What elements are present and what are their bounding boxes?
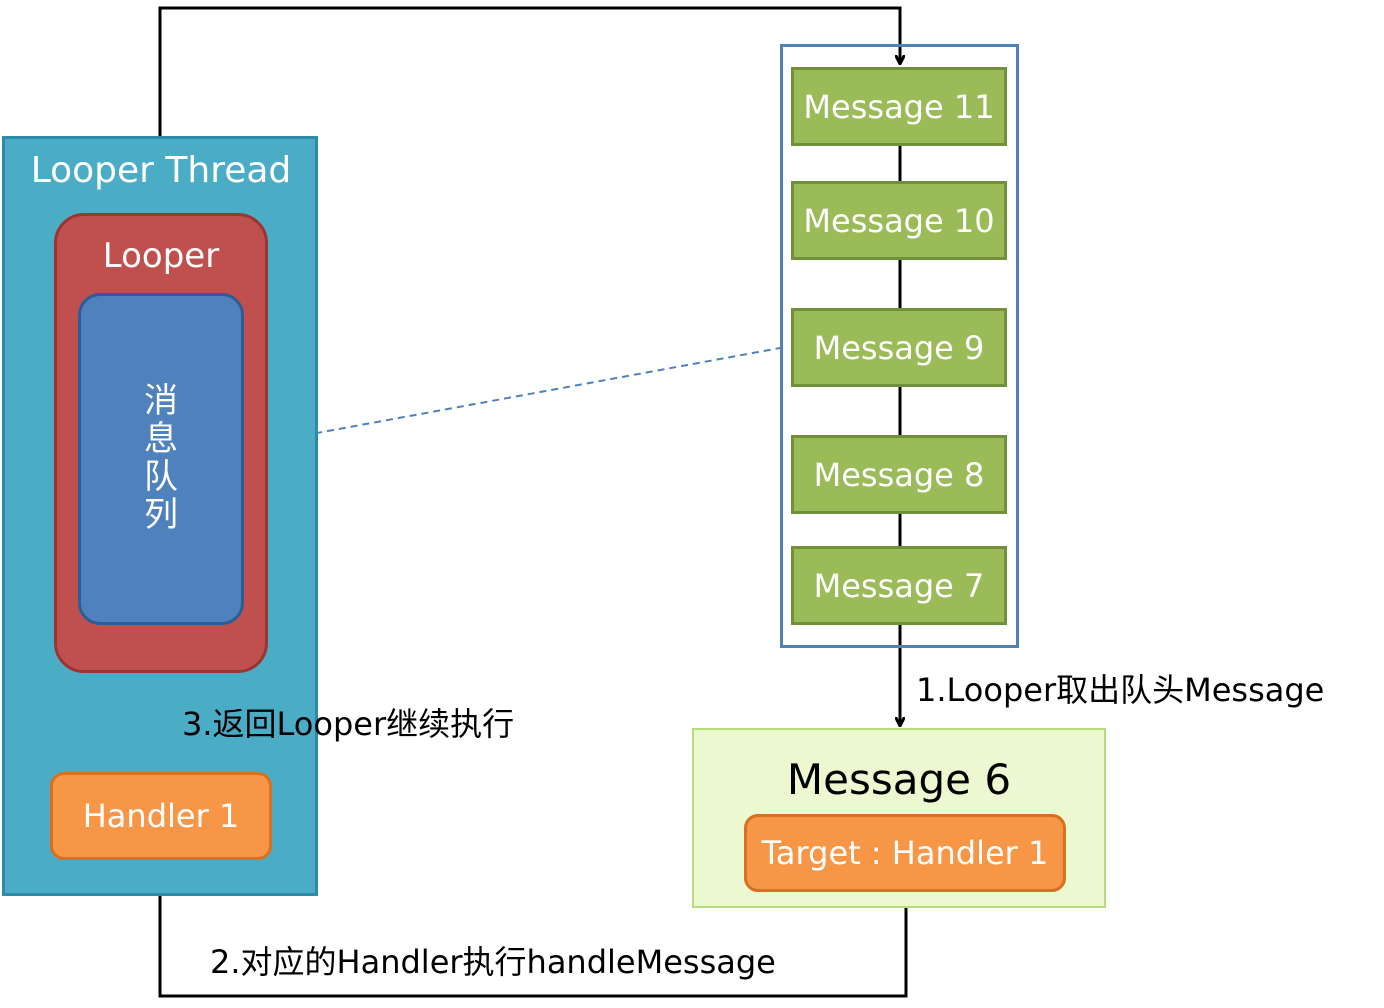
looper-to-queue-arrow <box>158 6 900 213</box>
message-queue-label: 消 息 队 列 <box>78 378 244 538</box>
target-handler-box: Target : Handler 1 <box>744 814 1066 892</box>
handler-box: Handler 1 <box>50 772 272 860</box>
message-queue-char: 列 <box>144 495 178 535</box>
queue-message-box: Message 8 <box>791 435 1007 514</box>
queue-message-box: Message 11 <box>791 67 1007 146</box>
queue-message-box: Message 10 <box>791 181 1007 260</box>
message-queue-char: 队 <box>144 457 178 497</box>
step1-label: 1.Looper取出队头Message <box>916 670 1325 710</box>
message-queue-box <box>78 293 244 625</box>
dispatch-arrow <box>160 864 908 998</box>
queue-frame <box>780 44 1019 648</box>
message-queue-char: 息 <box>144 419 178 459</box>
step2-label: 2.对应的Handler执行handleMessage <box>210 942 776 982</box>
queue-message-box: Message 9 <box>791 308 1007 387</box>
looper-title: Looper <box>102 236 220 276</box>
step3-label: 3.返回Looper继续执行 <box>182 705 515 743</box>
queue-callout-dashed <box>267 347 781 443</box>
current-message-title: Message 6 <box>786 754 1012 804</box>
queue-message-box: Message 7 <box>791 546 1007 625</box>
message-queue-char: 消 <box>144 381 178 421</box>
looper-thread-title: Looper Thread <box>30 149 292 191</box>
